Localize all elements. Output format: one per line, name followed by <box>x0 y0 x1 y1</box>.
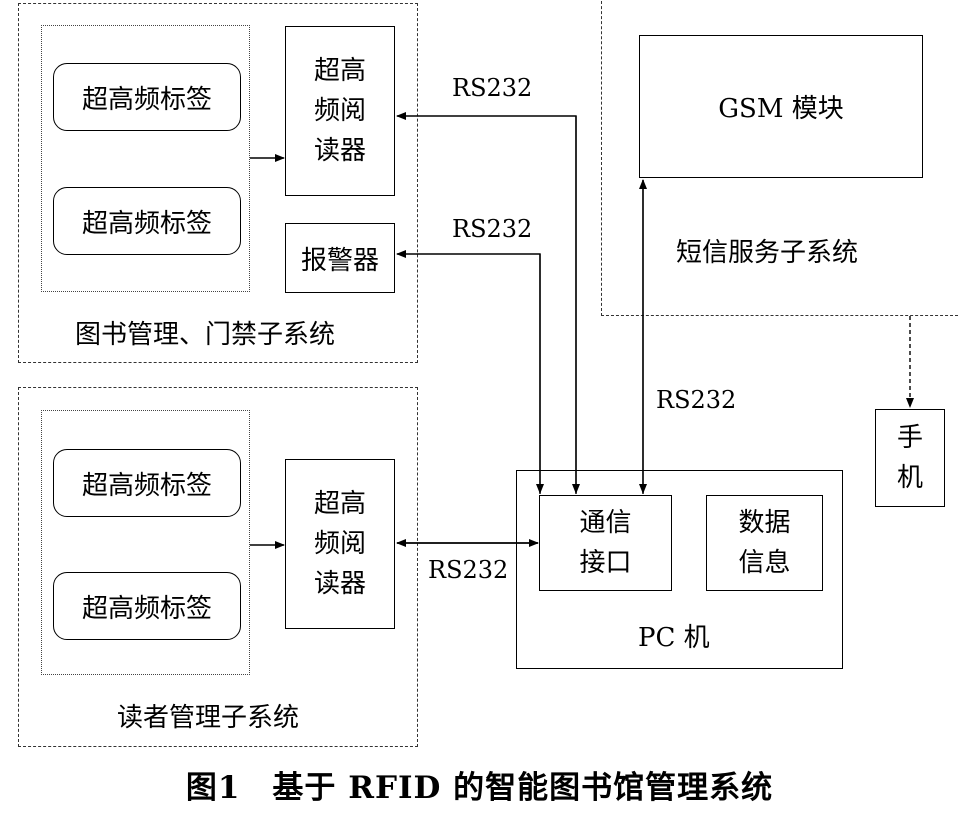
tag-group-top <box>41 25 250 292</box>
reader-mgmt-subsystem <box>18 387 418 747</box>
figure-caption: 图1 基于 RFID 的智能图书馆管理系统 <box>185 770 774 806</box>
library-gate-title: 图书管理、门禁子系统 <box>75 320 336 350</box>
reader-line: 频阅 <box>313 96 366 126</box>
reader-pc-link <box>396 112 577 494</box>
pc-title: PC 机 <box>638 623 710 653</box>
data-info: 数据 信息 <box>706 495 823 591</box>
uhf-reader-bottom: 超高 频阅 读器 <box>285 459 395 629</box>
phone-line: 机 <box>896 463 923 493</box>
reader-line: 超高 <box>313 489 366 519</box>
library-gate-subsystem <box>18 3 418 363</box>
uhf-tag: 超高频标签 <box>53 187 241 255</box>
comm-interface: 通信 接口 <box>539 495 672 591</box>
reader-line: 读器 <box>313 136 366 166</box>
rs232-label: RS232 <box>452 215 533 243</box>
uhf-reader-top: 超高 频阅 读器 <box>285 26 395 196</box>
data-line: 信息 <box>738 548 791 578</box>
alarm-box: 报警器 <box>285 223 395 293</box>
comm-line: 通信 <box>579 508 632 538</box>
rs232-label: RS232 <box>656 386 737 414</box>
uhf-tag: 超高频标签 <box>53 572 241 640</box>
comm-line: 接口 <box>579 548 632 578</box>
phone-line: 手 <box>896 423 923 453</box>
reader-line: 频阅 <box>313 529 366 559</box>
reader-line: 超高 <box>313 56 366 86</box>
sms-subsystem <box>601 0 959 316</box>
reader-mgmt-title: 读者管理子系统 <box>117 703 300 733</box>
rs232-label: RS232 <box>428 556 509 584</box>
alarm-pc-link <box>396 250 541 494</box>
uhf-tag: 超高频标签 <box>53 63 241 131</box>
data-line: 数据 <box>738 508 791 538</box>
gsm-module: GSM 模块 <box>639 35 923 178</box>
mobile-phone: 手 机 <box>875 409 945 507</box>
sms-title: 短信服务子系统 <box>676 238 859 268</box>
uhf-tag: 超高频标签 <box>53 449 241 517</box>
tag-group-bottom <box>41 410 250 675</box>
reader-line: 读器 <box>313 569 366 599</box>
rs232-label: RS232 <box>452 74 533 102</box>
